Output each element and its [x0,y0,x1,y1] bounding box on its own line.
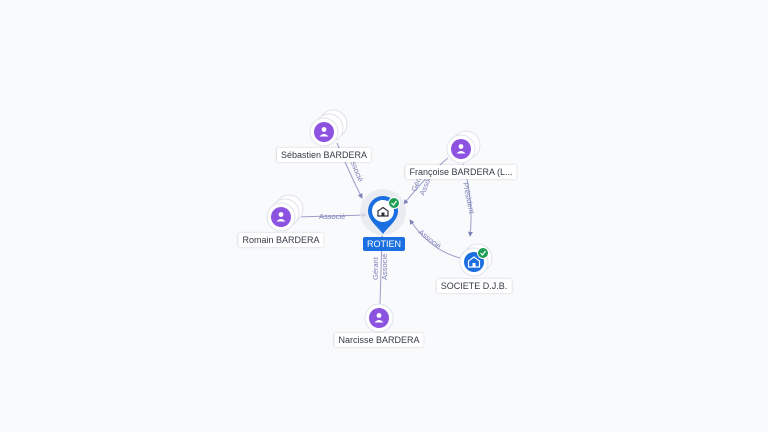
node-label-societe-djb[interactable]: SOCIETE D.J.B. [436,279,512,293]
edge-romain-rotien [295,212,367,218]
node-label-narcisse[interactable]: Narcisse BARDERA [334,333,424,347]
check-badge-icon [388,197,400,209]
check-badge-icon [477,247,489,259]
edge-label-francoise-societe: Président [461,182,477,216]
person-icon [314,122,334,142]
company-node-societe-djb[interactable] [459,243,493,277]
person-node-francoise[interactable] [446,130,481,164]
node-label-francoise[interactable]: Françoise BARDERA (L... [405,165,517,179]
edge-label-narcisse-rotien-associe: Associé [380,254,389,280]
building-icon [377,206,389,217]
person-node-sebastien[interactable] [309,109,348,147]
person-node-narcisse[interactable] [364,303,394,333]
node-label-romain[interactable]: Romain BARDERA [238,233,324,247]
main-company-node-rotien[interactable] [360,189,406,235]
main-company-label[interactable]: ROTIEN [362,237,406,251]
edge-sebastien-rotien [336,142,363,199]
edge-label-societe-rotien: Associé [417,227,443,250]
edge-societe-rotien [409,219,461,259]
edge-label-narcisse-rotien-gerant: Gérant [371,256,380,280]
person-icon [369,308,389,328]
person-icon [451,139,471,159]
person-node-romain[interactable] [266,194,304,232]
node-label-sebastien[interactable]: Sébastien BARDERA [276,148,372,162]
person-icon [271,207,291,227]
edge-label-romain-rotien: Associé [319,212,345,221]
